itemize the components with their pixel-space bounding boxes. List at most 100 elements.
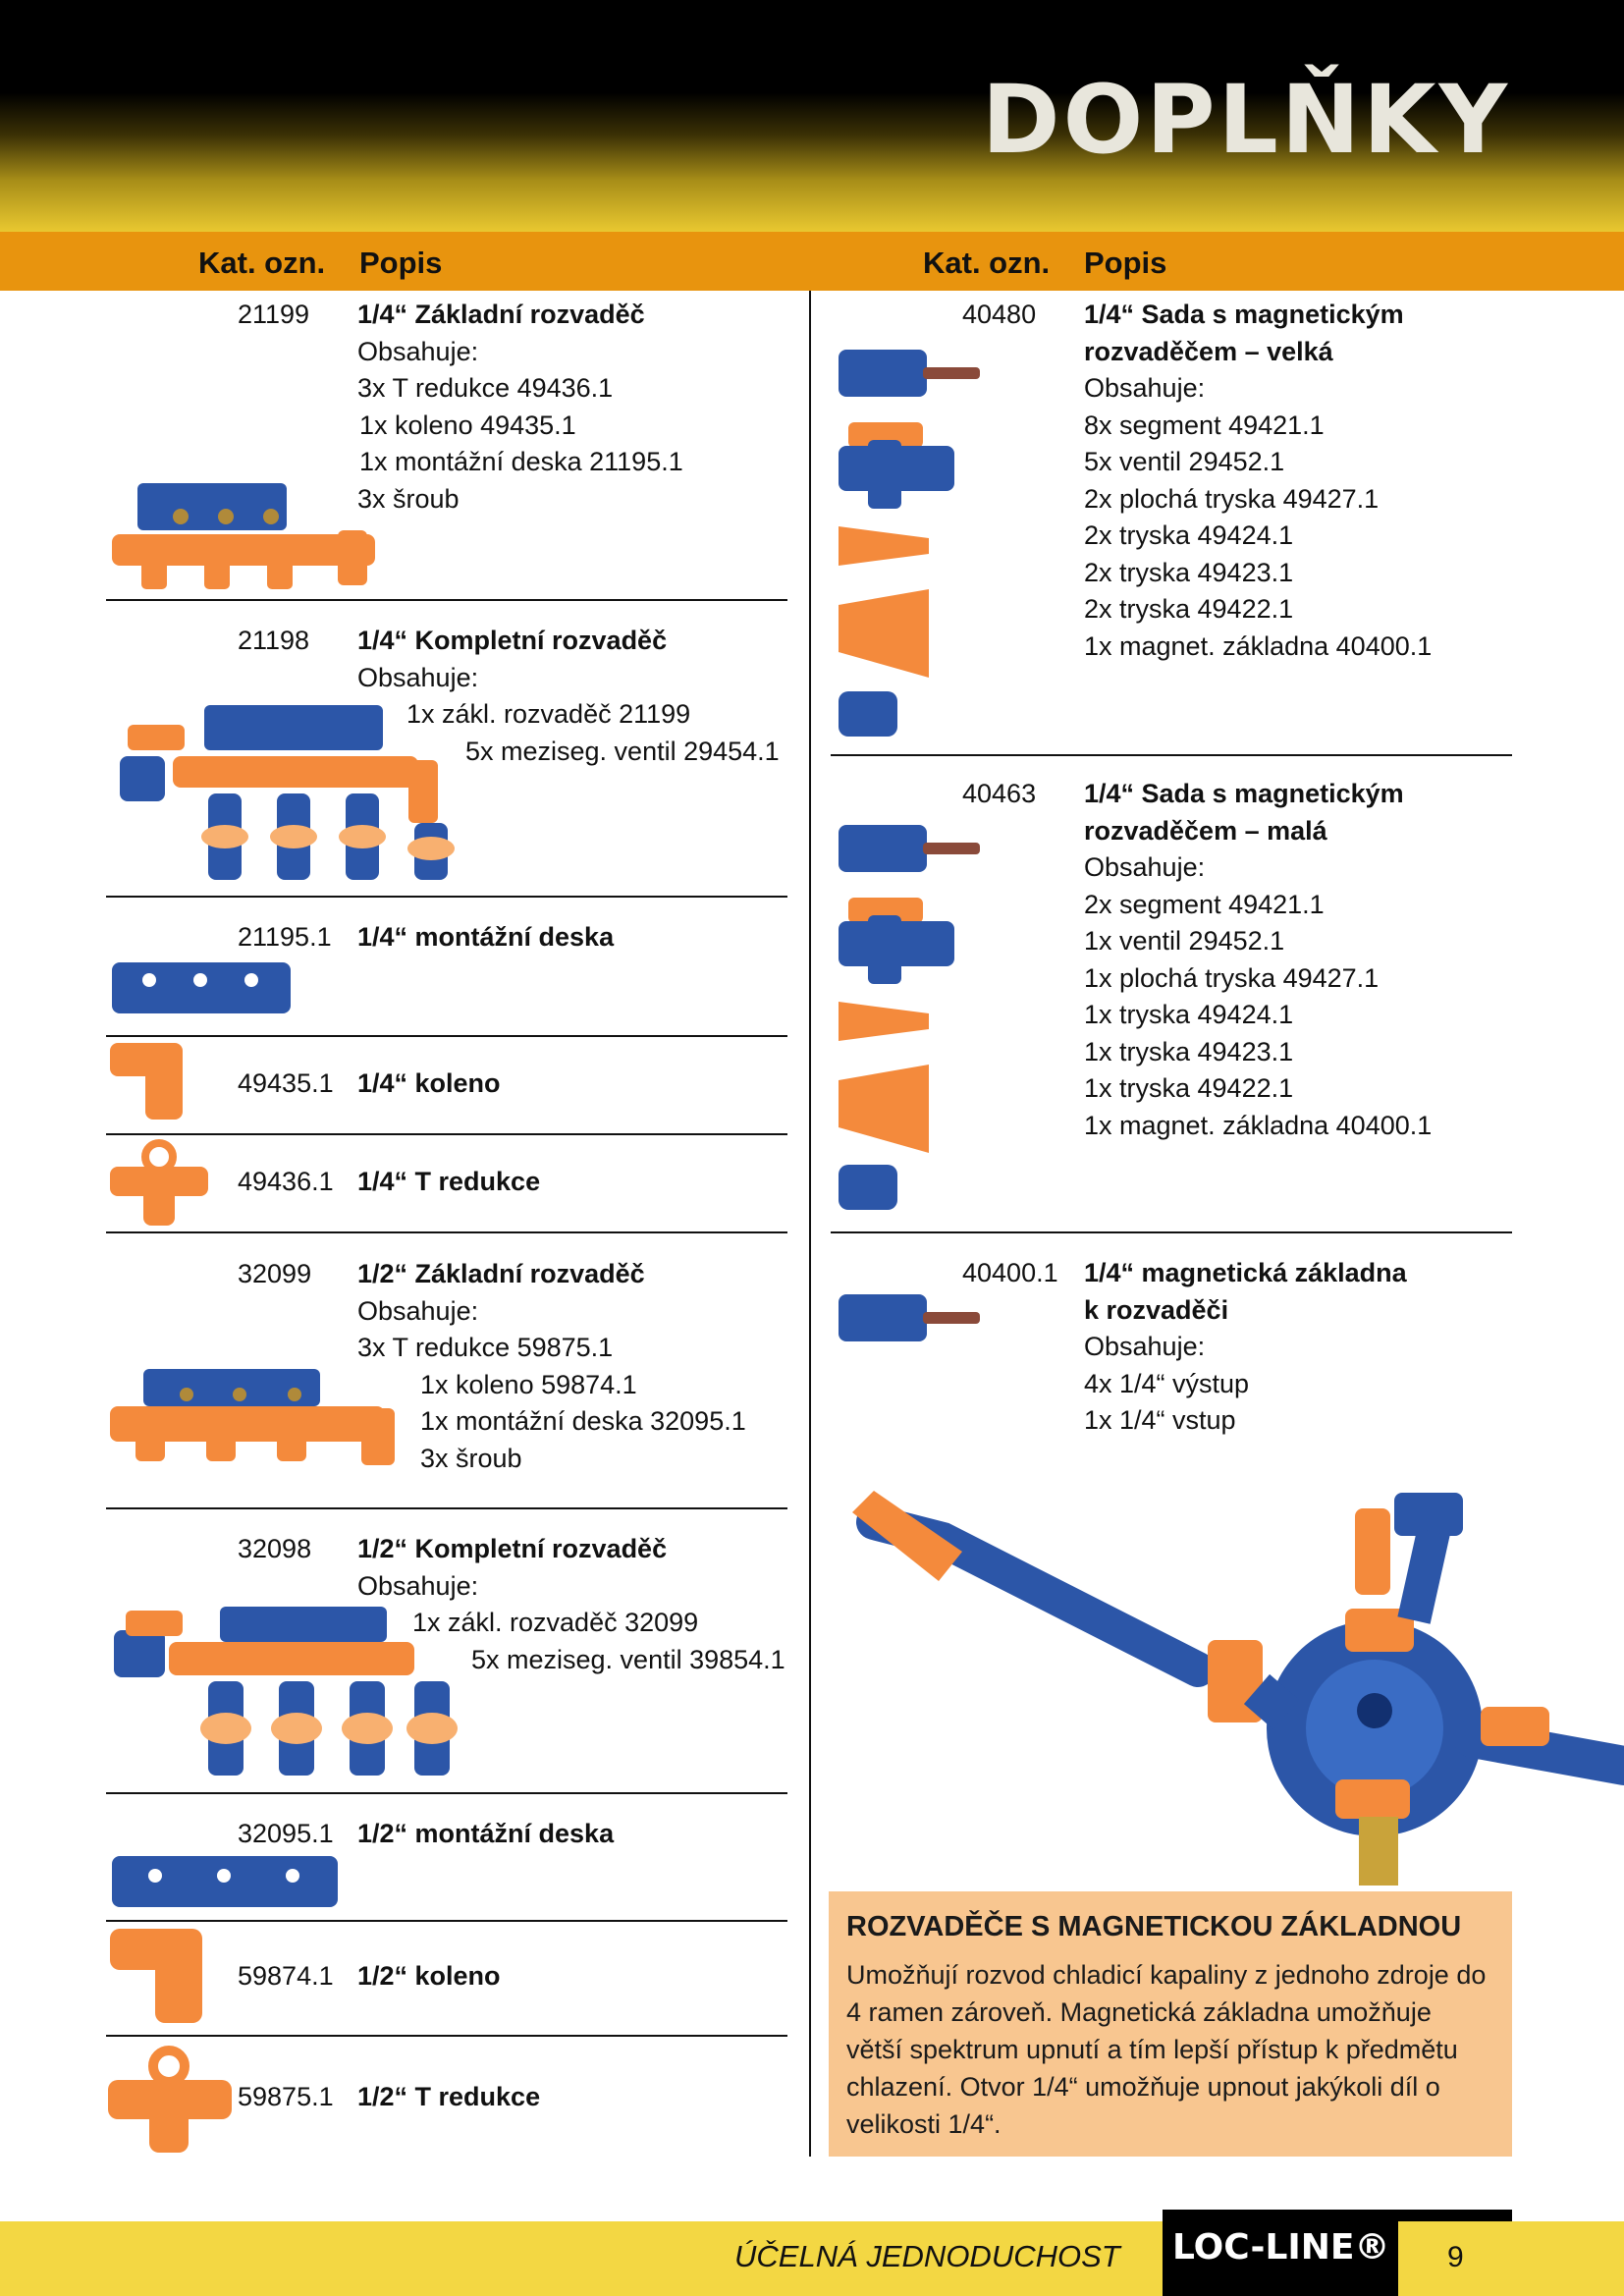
item-description: 1/4“ koleno bbox=[357, 1066, 501, 1103]
item-line: 3x T redukce 59875.1 bbox=[357, 1333, 614, 1362]
manifold-half-complete-image bbox=[114, 1607, 458, 1776]
item-line: 2x tryska 49424.1 bbox=[1084, 520, 1294, 550]
page-number: 9 bbox=[1447, 2241, 1464, 2273]
row-divider bbox=[831, 754, 1512, 756]
item-line: 5x meziseg. ventil 39854.1 bbox=[471, 1644, 785, 1674]
row-divider bbox=[106, 599, 787, 601]
item-line: Obsahuje: bbox=[1084, 1332, 1206, 1361]
row-divider bbox=[106, 1507, 787, 1509]
brand-logo: LOC-LINE® bbox=[1172, 2227, 1390, 2268]
elbow-quarter-image bbox=[110, 1043, 183, 1120]
item-line: 1x ventil 29452.1 bbox=[1084, 926, 1285, 956]
item-line: 1x tryska 49423.1 bbox=[1084, 1036, 1294, 1066]
item-line: 1x plochá tryska 49427.1 bbox=[1084, 962, 1380, 993]
item-title: 1/4“ Sada s magnetickým bbox=[1084, 779, 1404, 808]
item-title: 1/4“ magnetická základna bbox=[1084, 1258, 1407, 1287]
item-code: 32098 bbox=[238, 1534, 312, 1563]
tee-quarter-image bbox=[110, 1139, 208, 1226]
item-line: 1x 1/4“ vstup bbox=[1084, 1405, 1236, 1435]
item-line: Obsahuje: bbox=[357, 1570, 479, 1601]
tee-half-image bbox=[108, 2046, 232, 2153]
item-description: 1/4“ T redukce bbox=[357, 1164, 540, 1201]
col-header-code-left: Kat. ozn. bbox=[198, 246, 326, 280]
item-description: 1/4“ Sada s magnetickým rozvaděčem – vel… bbox=[1084, 297, 1432, 665]
item-title: 1/4“ Kompletní rozvaděč bbox=[357, 626, 668, 655]
item-line: 3x T redukce 49436.1 bbox=[357, 373, 614, 403]
item-code: 59875.1 bbox=[238, 2082, 334, 2111]
info-box: ROZVADĚČE S MAGNETICKOU ZÁKLADNOU Umožňu… bbox=[829, 1891, 1512, 2157]
item-description: 1/4“ magnetická základna k rozvaděči Obs… bbox=[1084, 1255, 1407, 1440]
col-header-desc-left: Popis bbox=[359, 246, 443, 280]
item-line: 1x magnet. základna 40400.1 bbox=[1084, 1110, 1433, 1140]
item-title: 1/4“ montážní deska bbox=[357, 922, 615, 952]
item-title: 1/4“ Sada s magnetickým bbox=[1084, 300, 1404, 329]
item-line: 5x meziseg. ventil 29454.1 bbox=[465, 736, 780, 766]
item-line: 2x plochá tryska 49427.1 bbox=[1084, 483, 1380, 514]
item-line: k rozvaděči bbox=[1084, 1294, 1229, 1325]
item-title: 1/4“ Základní rozvaděč bbox=[357, 300, 645, 329]
row-divider bbox=[106, 1035, 787, 1037]
row-divider bbox=[106, 1792, 787, 1794]
item-line: Obsahuje: bbox=[357, 1295, 479, 1326]
column-header-bar: Kat. ozn. Popis Kat. ozn. Popis bbox=[0, 232, 1624, 291]
item-description: 1/4“ montážní deska bbox=[357, 919, 614, 957]
item-description: 1/2“ montážní deska bbox=[357, 1816, 614, 1853]
item-line: 1x koleno 49435.1 bbox=[359, 410, 576, 440]
item-code: 40400.1 bbox=[962, 1258, 1058, 1287]
mounting-plate-quarter-image bbox=[112, 962, 291, 1013]
item-line: 2x tryska 49422.1 bbox=[1084, 594, 1294, 624]
magnetic-manifold-photo bbox=[852, 1491, 1624, 1886]
item-code: 21198 bbox=[238, 626, 310, 655]
page-title: DOPLŇKY bbox=[981, 65, 1510, 175]
item-title: 1/2“ T redukce bbox=[357, 2082, 541, 2111]
item-line: Obsahuje: bbox=[1084, 373, 1206, 403]
item-line: 1x magnet. základna 40400.1 bbox=[1084, 630, 1433, 661]
row-divider bbox=[106, 2035, 787, 2037]
item-description: 1/2“ T redukce bbox=[357, 2079, 540, 2116]
item-line: 1x montážní deska 21195.1 bbox=[359, 447, 683, 476]
elbow-half-image bbox=[110, 1929, 202, 2023]
item-line: 1x montážní deska 32095.1 bbox=[420, 1406, 746, 1436]
item-title: 1/2“ koleno bbox=[357, 1961, 501, 1991]
manifold-quarter-basic-image bbox=[112, 483, 375, 589]
item-code: 40463 bbox=[962, 779, 1037, 808]
item-title: 1/2“ montážní deska bbox=[357, 1819, 615, 1848]
item-line: 1x tryska 49424.1 bbox=[1084, 1000, 1294, 1029]
item-code: 32095.1 bbox=[238, 1819, 334, 1848]
item-code: 59874.1 bbox=[238, 1961, 334, 1991]
item-description: 1/4“ Základní rozvaděč Obsahuje: 3x T re… bbox=[357, 297, 683, 518]
header-banner bbox=[0, 0, 1624, 232]
item-line: 8x segment 49421.1 bbox=[1084, 410, 1325, 440]
col-header-code-right: Kat. ozn. bbox=[923, 246, 1051, 280]
magnetic-base-image bbox=[839, 1294, 980, 1341]
item-code: 21195.1 bbox=[238, 922, 332, 952]
row-divider bbox=[106, 1231, 787, 1233]
row-divider bbox=[106, 1133, 787, 1135]
footer-slogan: ÚČELNÁ JEDNODUCHOST bbox=[734, 2239, 1120, 2273]
page-number-box bbox=[1398, 2221, 1512, 2296]
col-header-desc-right: Popis bbox=[1084, 246, 1167, 280]
item-code: 21199 bbox=[238, 300, 310, 329]
item-description: 1/2“ Kompletní rozvaděč Obsahuje: 1x zák… bbox=[357, 1531, 785, 1678]
info-heading: ROZVADĚČE S MAGNETICKOU ZÁKLADNOU bbox=[846, 1911, 1462, 1942]
item-title: 1/2“ Základní rozvaděč bbox=[357, 1259, 645, 1288]
item-code: 49435.1 bbox=[238, 1068, 334, 1098]
item-line: Obsahuje: bbox=[357, 336, 479, 366]
item-line: 1x zákl. rozvaděč 32099 bbox=[412, 1608, 699, 1637]
item-code: 40480 bbox=[962, 300, 1037, 329]
item-line: 3x šroub bbox=[420, 1443, 522, 1473]
item-code: 32099 bbox=[238, 1259, 312, 1288]
magnetic-set-large-parts-image bbox=[839, 350, 980, 737]
row-divider bbox=[106, 1920, 787, 1922]
row-divider bbox=[831, 1231, 1512, 1233]
column-divider bbox=[809, 291, 811, 2157]
item-line: 1x koleno 59874.1 bbox=[420, 1369, 637, 1399]
magnetic-set-small-parts-image bbox=[839, 825, 980, 1210]
item-line: rozvaděčem – velká bbox=[1084, 336, 1333, 366]
item-line: 5x ventil 29452.1 bbox=[1084, 447, 1285, 476]
item-title: 1/4“ T redukce bbox=[357, 1167, 541, 1196]
item-description: 1/2“ Základní rozvaděč Obsahuje: 3x T re… bbox=[357, 1256, 746, 1477]
item-description: 1/4“ Sada s magnetickým rozvaděčem – mal… bbox=[1084, 776, 1432, 1144]
item-line: 4x 1/4“ výstup bbox=[1084, 1368, 1250, 1398]
item-line: Obsahuje: bbox=[357, 662, 479, 692]
